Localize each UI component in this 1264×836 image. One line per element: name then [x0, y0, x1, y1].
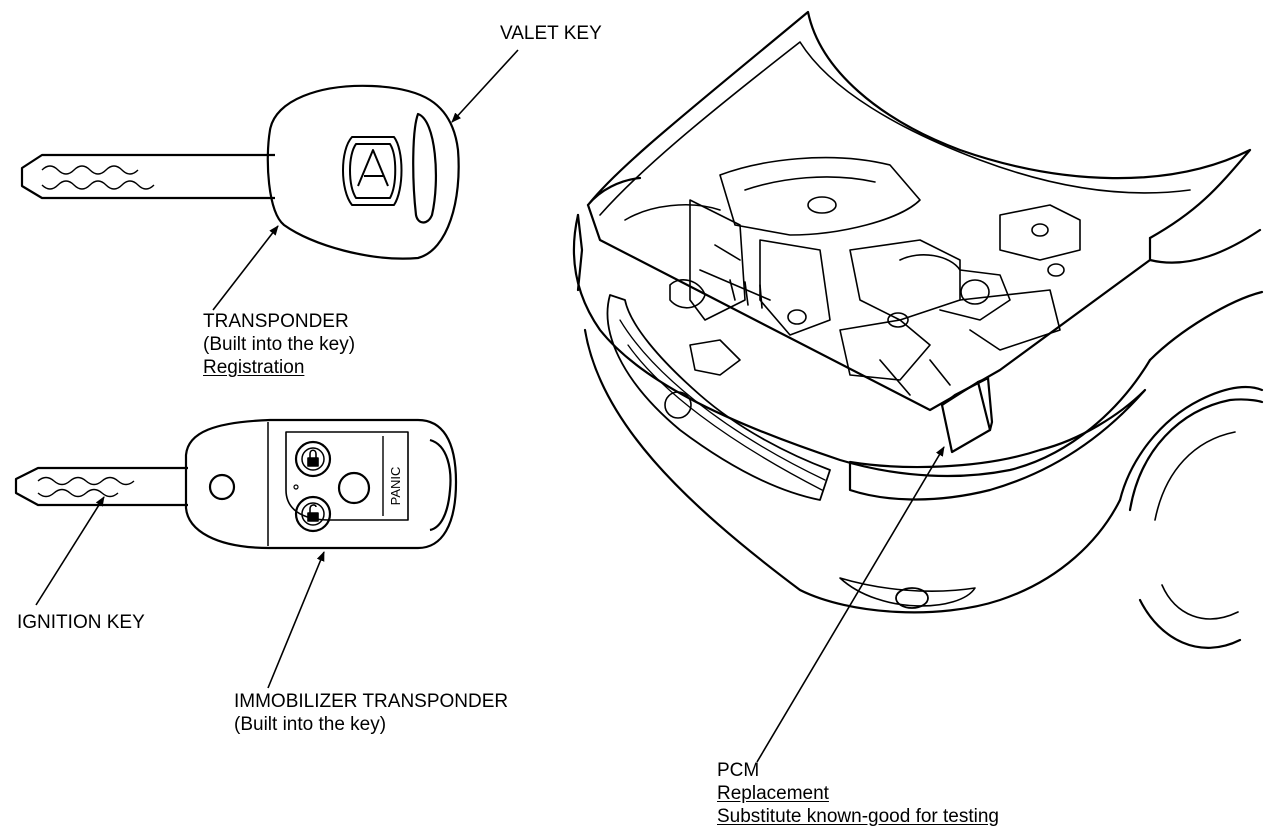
transponder-registration-link[interactable]: Registration — [203, 357, 305, 378]
transponder-leader — [212, 225, 279, 311]
grille-emblem — [664, 391, 692, 419]
panic-label: PANIC — [388, 467, 403, 506]
valet-key-slot — [412, 112, 437, 224]
bumper-lower — [583, 328, 1122, 614]
valet-key — [20, 84, 460, 260]
leader-lines — [35, 49, 945, 763]
headlight — [848, 388, 1147, 501]
left-side — [576, 213, 584, 292]
vehicle — [572, 10, 1264, 649]
transponder-note: (Built into the key) — [203, 334, 356, 355]
ignition-key-blade — [14, 466, 188, 507]
acura-logo-icon — [342, 136, 403, 206]
pcm-replacement-link[interactable]: Replacement — [717, 783, 829, 804]
valet-key-blade — [20, 153, 275, 200]
key-fob-end-cap — [429, 438, 452, 532]
valet-key-head — [266, 84, 460, 260]
fog-light-housing — [839, 577, 976, 607]
immobilizer-note: (Built into the key) — [234, 714, 387, 735]
ignition-key-blade-groove — [37, 476, 135, 498]
engine-bay-rim — [586, 203, 1152, 412]
key-ring-hole — [208, 473, 236, 501]
valet-key-label: VALET KEY — [500, 23, 602, 44]
indicator-led — [293, 484, 299, 490]
ignition-key: PANIC — [14, 418, 458, 550]
immobilizer-title: IMMOBILIZER TRANSPONDER — [234, 691, 509, 712]
pcm-leader — [756, 446, 945, 763]
grille — [606, 294, 831, 501]
bumper-upper — [572, 213, 1152, 478]
pcm-title: PCM — [717, 760, 760, 781]
ignition-key-leader — [35, 496, 105, 606]
transponder-title: TRANSPONDER — [203, 311, 349, 332]
lock-icon — [307, 449, 319, 467]
front-wheel — [1128, 398, 1264, 649]
trunk-button — [337, 471, 371, 505]
grille-bars — [619, 319, 826, 491]
transponder-label: TRANSPONDER (Built into the key) Registr… — [203, 310, 355, 379]
lock-button — [294, 440, 332, 478]
ignition-key-label: IGNITION KEY — [17, 612, 145, 633]
pcm-substitute-link[interactable]: Substitute known-good for testing — [717, 806, 1000, 827]
front-wheel-inner — [1154, 431, 1239, 620]
pcm-label: PCM Replacement Substitute known-good fo… — [717, 759, 999, 828]
fog-light — [895, 587, 929, 609]
fender — [1118, 228, 1264, 502]
immobilizer-leader — [267, 551, 325, 689]
hood-inner-edge — [599, 41, 1191, 216]
valet-key-leader — [451, 49, 519, 123]
valet-key-blade-groove — [41, 165, 155, 190]
unlock-button — [294, 495, 332, 533]
key-fob-body — [184, 418, 458, 550]
immobilizer-label: IMMOBILIZER TRANSPONDER (Built into the … — [234, 690, 508, 736]
pcm-module — [940, 376, 994, 454]
hood — [586, 10, 1252, 240]
unlock-icon — [307, 504, 319, 522]
engine — [624, 156, 1081, 396]
